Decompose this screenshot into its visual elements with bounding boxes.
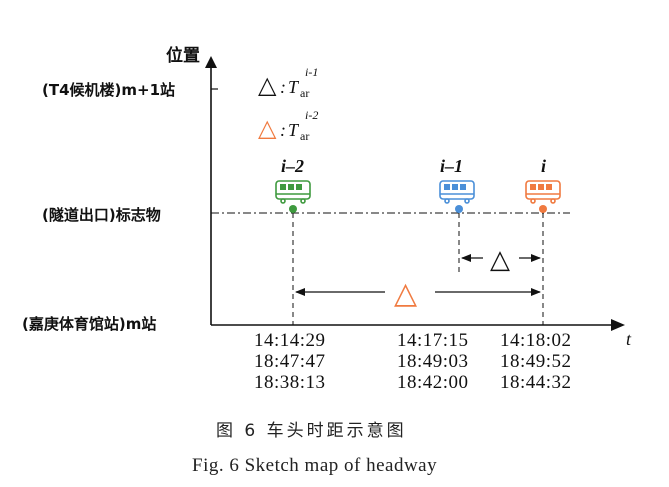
x-axis-label: t: [626, 329, 632, 349]
interval-i-minus-2-to-i: △: [295, 276, 541, 311]
time-value: 18:44:32: [500, 372, 572, 393]
bus-icon: [439, 180, 475, 204]
delta-icon: △: [490, 245, 510, 275]
interval-i-minus-1-to-i: △: [461, 245, 541, 275]
x-axis-arrow-icon: [611, 319, 625, 331]
times-column-i: 14:18:02 18:49:52 18:44:32: [500, 330, 572, 393]
bus-i-minus-1: i–1: [439, 156, 475, 213]
time-value: 18:49:03: [397, 351, 469, 372]
time-value: 14:17:15: [397, 330, 469, 351]
legend-subscript: ar: [300, 129, 309, 143]
time-value: 18:47:47: [254, 351, 326, 372]
legend-subscript: ar: [300, 86, 309, 100]
bus-i-minus-2: i–2: [275, 156, 311, 213]
level-label-landmark: (隧道出口)标志物: [42, 206, 161, 224]
bus-icon: [525, 180, 561, 204]
delta-icon: △: [258, 71, 277, 99]
time-value: 18:38:13: [254, 372, 326, 393]
level-label-m-station: (嘉庚体育馆站)m站: [22, 315, 156, 333]
bus-icon: [275, 180, 311, 204]
legend-item-t-ar-i-1: △ : T ar i-1: [258, 65, 318, 100]
bus-position-dot: [539, 205, 547, 213]
y-axis-arrow-icon: [205, 56, 217, 68]
bus-label: i–2: [281, 156, 304, 176]
level-label-m-plus-1-station: (T4候机楼)m+1站: [42, 81, 175, 99]
bus-position-dot: [289, 205, 297, 213]
bus-label: i–1: [440, 156, 463, 176]
times-column-i-minus-1: 14:17:15 18:49:03 18:42:00: [397, 330, 469, 393]
bus-i: i: [525, 156, 561, 213]
delta-orange-icon: △: [394, 276, 417, 311]
caption-english: Fig. 6 Sketch map of headway: [192, 455, 437, 476]
times-column-i-minus-2: 14:14:29 18:47:47 18:38:13: [254, 330, 326, 393]
time-value: 14:14:29: [254, 330, 326, 351]
caption-chinese: 图 6 车头时距示意图: [216, 421, 407, 441]
legend-superscript: i-1: [305, 65, 318, 79]
legend-superscript: i-2: [305, 108, 318, 122]
svg-text::: :: [280, 120, 286, 140]
svg-text::: :: [280, 77, 286, 97]
bus-label: i: [541, 156, 546, 176]
time-value: 18:49:52: [500, 351, 572, 372]
time-value: 18:42:00: [397, 372, 469, 393]
time-value: 14:18:02: [500, 330, 572, 351]
legend-t-symbol: T: [288, 120, 300, 140]
legend-t-symbol: T: [288, 77, 300, 97]
bus-position-dot: [455, 205, 463, 213]
legend-item-t-ar-i-2: △ : T ar i-2: [258, 108, 318, 143]
y-axis-label: 位置: [166, 45, 200, 66]
delta-orange-icon: △: [258, 114, 277, 142]
